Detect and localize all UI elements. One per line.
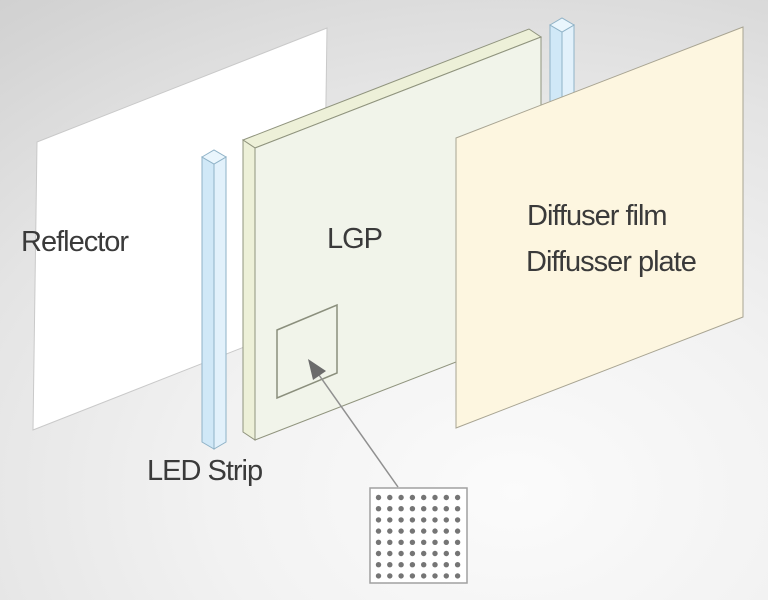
pattern-dot [443,573,449,579]
pattern-dot [421,528,427,534]
pattern-dot [432,494,438,501]
pattern-dot [387,550,393,557]
pattern-dot [421,562,427,568]
pattern-dot [454,506,461,512]
pattern-dot [375,550,382,557]
pattern-dot [454,494,461,501]
reflector-label: Reflector [21,226,129,258]
pattern-dot [421,539,427,545]
pattern-dot [398,550,404,557]
pattern-dot [409,573,416,579]
pattern-dot [409,539,416,545]
pattern-dot [454,539,461,545]
pattern-dot [375,494,382,501]
pattern-dot [375,517,382,523]
pattern-dot [375,506,382,512]
pattern-dot [432,506,438,512]
pattern-dot [443,528,449,534]
pattern-dot [454,550,461,557]
pattern-dot [454,562,461,568]
pattern-dot [375,528,382,534]
pattern-dot [454,573,461,579]
pattern-dot [398,573,404,579]
pattern-dot [409,562,416,568]
pattern-dot [432,539,438,545]
led-strip-top-bar [549,17,575,116]
pattern-dot [398,539,404,545]
pattern-dot [443,539,449,545]
pattern-dot [409,528,416,534]
pattern-dot [421,494,427,501]
led-strip-front-face [201,156,215,450]
pattern-dot [387,517,393,523]
led-strip-label: LED Strip [147,455,263,487]
pattern-dot [387,506,393,512]
dot-pattern-callout [369,487,468,584]
pattern-dot [398,528,404,534]
pattern-dot [398,562,404,568]
pattern-dot [409,550,416,557]
pattern-dot [375,562,382,568]
diffuser-film-label: Diffuser film [527,200,668,232]
pattern-dot [432,528,438,534]
pattern-dot [398,517,404,523]
pattern-dot [432,550,438,557]
pattern-dot [409,494,416,501]
pattern-dot [421,573,427,579]
lgp-label: LGP [327,223,383,255]
arrowhead-icon [308,359,326,380]
diffuser-plate-panel [455,26,744,429]
pattern-dot [375,573,382,579]
pattern-dot [398,494,404,501]
pattern-dot [443,517,449,523]
pattern-dot [387,528,393,534]
pattern-dot [454,517,461,523]
led-strip-bar [201,149,227,450]
pattern-dot [409,506,416,512]
pattern-dot [454,528,461,534]
pattern-dot [387,562,393,568]
pattern-dot [375,539,382,545]
led-strip-side-face [213,156,227,450]
diffuser-plate-label: Diffusser plate [526,246,697,278]
pattern-dot [443,494,449,501]
dot-pattern-arrow [308,359,399,488]
pattern-dot [443,550,449,557]
pattern-dot [432,517,438,523]
pattern-dot [421,550,427,557]
pattern-dot [398,506,404,512]
pattern-dot [409,517,416,523]
led-strip2-top-face [549,17,575,33]
pattern-dot [443,562,449,568]
pattern-dot [387,494,393,501]
led-strip-top-face [201,149,227,165]
lgp-dot-zone-outline [276,303,338,400]
pattern-dot [387,573,393,579]
pattern-dot [432,562,438,568]
pattern-dot [387,539,393,545]
pattern-dot [421,506,427,512]
arrow-line [318,374,399,488]
lgp-side-edge-face [242,139,256,441]
pattern-dot [443,506,449,512]
dot-pattern-box [369,487,468,584]
dot-grid [375,494,461,579]
pattern-dot [421,517,427,523]
pattern-dot [432,573,438,579]
